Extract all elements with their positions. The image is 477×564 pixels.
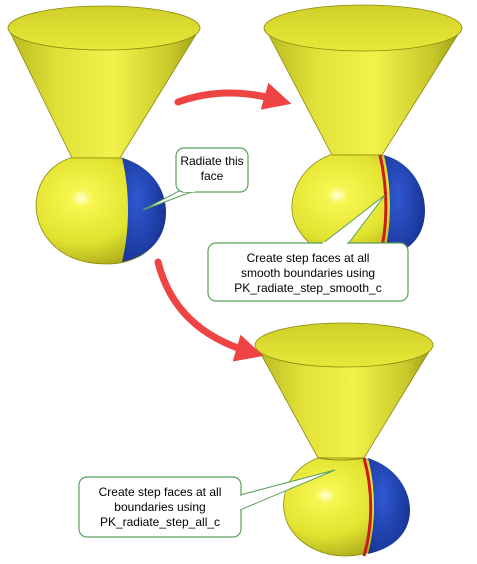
model-step-all: [254, 322, 434, 557]
cone-top-face: [254, 322, 434, 368]
cone-top-face: [7, 5, 201, 51]
radiate-face: [368, 458, 410, 554]
model-step-smooth: [263, 4, 463, 262]
arrow-to-step-all: [154, 258, 264, 362]
callout-step-smooth: [207, 194, 409, 302]
callout-radiate: [142, 147, 249, 211]
cone-top-face: [263, 4, 463, 52]
radiate-face: [383, 155, 425, 259]
step-face-top-edge: [317, 457, 365, 461]
callout-step-all: [78, 469, 336, 538]
step-face-edge: [362, 457, 373, 557]
arrow-to-step-smooth: [174, 82, 292, 110]
model-original: [7, 5, 201, 265]
